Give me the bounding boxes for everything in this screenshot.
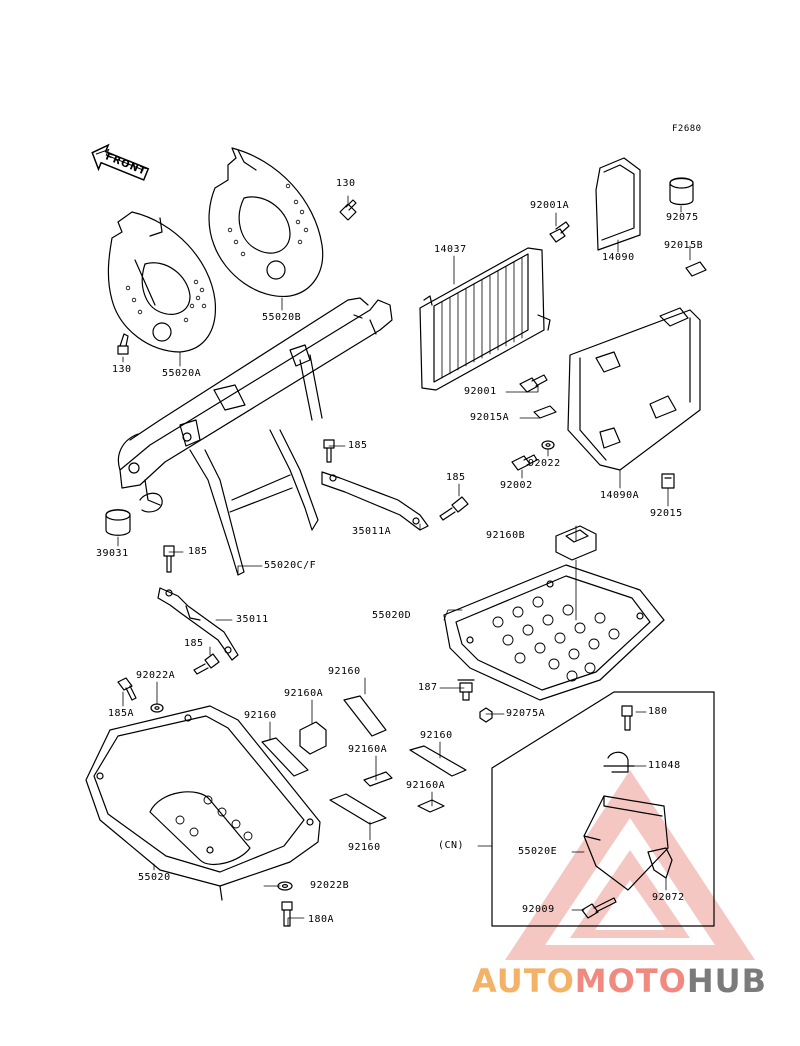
label-92015: 92015	[650, 508, 683, 519]
bolt-92001a	[549, 221, 570, 243]
diagram-code: F2680	[672, 124, 702, 134]
skid-plate-55020	[85, 705, 321, 901]
clip-92015	[661, 473, 675, 489]
disc-cover-55020a	[107, 211, 217, 353]
label-92160a-2: 92160A	[348, 744, 388, 755]
bracket-92072	[647, 847, 673, 879]
label-39031: 39031	[96, 548, 129, 559]
watermark-part-auto: AUTO	[472, 962, 575, 1000]
disc-cover-55020b	[208, 147, 324, 297]
bolt-185-c	[163, 545, 175, 573]
label-92160-left: 92160	[244, 710, 277, 721]
label-92002: 92002	[500, 480, 533, 491]
pad-92160-left	[261, 737, 309, 777]
bolt-185a	[117, 677, 137, 701]
leader-lines	[117, 195, 691, 927]
label-11048: 11048	[648, 760, 681, 771]
label-55020e: 55020E	[518, 846, 558, 857]
label-92072: 92072	[652, 892, 685, 903]
label-92022b: 92022B	[310, 880, 350, 891]
bolt-185-b	[439, 496, 469, 521]
collar-92075	[669, 177, 694, 206]
pad-92160-right	[409, 745, 467, 777]
bracket-35011	[157, 587, 239, 661]
label-14090a: 14090A	[600, 490, 640, 501]
label-180: 180	[648, 706, 668, 717]
guard-55020e	[583, 795, 669, 891]
label-14090: 14090	[602, 252, 635, 263]
guard-14090a	[567, 307, 701, 471]
cover-14090	[595, 157, 641, 251]
oil-cooler-14037	[419, 247, 551, 391]
label-35011a: 35011A	[352, 526, 392, 537]
arrow-icon	[91, 143, 150, 181]
pad-92160a-1	[299, 721, 327, 755]
clamp-11048	[603, 751, 635, 773]
label-55020a: 55020A	[162, 368, 202, 379]
label-185-b: 185	[446, 472, 466, 483]
label-185-d: 185	[184, 638, 204, 649]
label-92160-bottom: 92160	[348, 842, 381, 853]
label-130-lower: 130	[112, 364, 132, 375]
label-92160-top: 92160	[328, 666, 361, 677]
bolt-130-lower	[117, 333, 129, 355]
watermark-logo	[505, 770, 755, 960]
label-92075a: 92075A	[506, 708, 546, 719]
watermark-text: AUTOMOTOHUB	[472, 962, 767, 1000]
label-35011: 35011	[236, 614, 269, 625]
bolt-180	[621, 705, 633, 731]
bolt-185-d	[193, 653, 220, 675]
clip-92015b	[685, 261, 707, 277]
bolt-92001	[519, 374, 548, 393]
label-92001: 92001	[464, 386, 497, 397]
pad-92160b	[555, 525, 597, 561]
label-14037: 14037	[434, 244, 467, 255]
label-55020cf: 55020C/F	[264, 560, 317, 571]
label-92001a: 92001A	[530, 200, 570, 211]
label-92160b: 92160B	[486, 530, 526, 541]
bolt-180a	[281, 901, 293, 927]
label-92015b: 92015B	[664, 240, 704, 251]
skid-plate-55020d	[443, 564, 665, 701]
label-55020: 55020	[138, 872, 171, 883]
label-92160a-1: 92160A	[284, 688, 324, 699]
label-92009: 92009	[522, 904, 555, 915]
label-55020b: 55020B	[262, 312, 302, 323]
label-92015a: 92015A	[470, 412, 510, 423]
label-187: 187	[418, 682, 438, 693]
watermark-part-hub: HUB	[686, 962, 768, 1000]
label-185a: 185A	[108, 708, 135, 719]
label-92075: 92075	[666, 212, 699, 223]
label-130-upper: 130	[336, 178, 356, 189]
label-92022: 92022	[528, 458, 561, 469]
washer-92022	[541, 440, 555, 450]
bolt-92002	[511, 454, 538, 471]
pad-92160a-3	[417, 799, 445, 813]
bracket-35011a	[321, 471, 429, 531]
label-185-a: 185	[348, 440, 368, 451]
pad-92160a-2	[363, 771, 393, 787]
bolt-92009	[581, 897, 617, 919]
pad-92160-top	[343, 695, 387, 737]
label-180a: 180A	[308, 914, 335, 925]
washer-92022a	[150, 703, 164, 713]
watermark-part-moto: MOTO	[574, 962, 687, 1000]
cn-inset-box	[491, 691, 715, 927]
clip-92015a	[533, 405, 557, 419]
label-55020d: 55020D	[372, 610, 412, 621]
label-cn: (CN)	[438, 840, 465, 851]
bolt-185-a	[323, 439, 335, 463]
label-92160-right: 92160	[420, 730, 453, 741]
label-92022a: 92022A	[136, 670, 176, 681]
collar-39031	[105, 509, 131, 536]
label-185-c: 185	[188, 546, 208, 557]
label-92160a-3: 92160A	[406, 780, 446, 791]
pad-92160-bottom	[329, 793, 387, 825]
front-guard-frame	[117, 297, 393, 576]
nut-92075a	[479, 707, 493, 723]
front-direction-arrow: FRONT	[85, 138, 154, 189]
bolt-130-upper	[339, 199, 357, 221]
bolt-187	[457, 679, 475, 701]
